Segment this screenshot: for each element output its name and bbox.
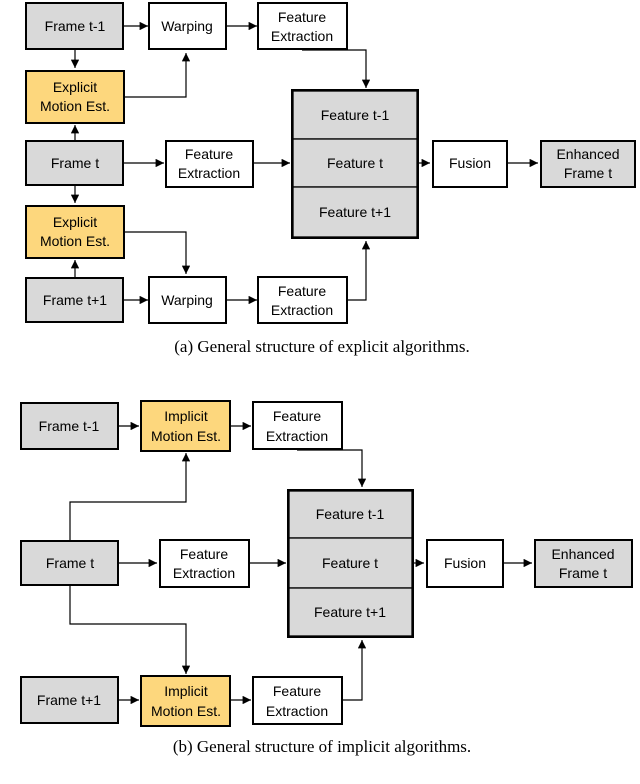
fusion-label: Fusion	[444, 555, 486, 571]
explicit-diagram: Frame t-1 Warping Feature Extraction Exp…	[25, 2, 636, 356]
frame-curr-box	[25, 140, 124, 186]
enhanced-frame-line1: Enhanced	[556, 146, 619, 162]
explicit-motion-est-bottom-box	[25, 205, 125, 259]
warping-top-box	[148, 2, 227, 50]
explicit-motion-est-bottom-line1: Explicit	[53, 214, 97, 230]
implicit-diagram: Frame t-1 Implicit Motion Est. Feature E…	[20, 400, 633, 756]
feature-stack-prev-cell	[288, 490, 413, 539]
feature-stack-prev-cell	[292, 90, 418, 140]
implicit-motion-est-bottom-line2: Motion Est.	[151, 703, 221, 719]
feature-extraction-top-line1: Feature	[273, 408, 321, 424]
arrow-frame-curr-to-motion-bottom	[69, 586, 191, 674]
enhanced-frame-line2: Frame t	[559, 565, 607, 581]
enhanced-frame-box	[540, 140, 636, 188]
feature-stack-curr-cell	[292, 138, 418, 188]
feature-extraction-mid-line1: Feature	[185, 146, 233, 162]
frame-curr-box	[20, 540, 119, 586]
implicit-motion-est-top-line2: Motion Est.	[151, 428, 221, 444]
feature-stack-next-label: Feature t+1	[314, 604, 386, 620]
warping-bottom-label: Warping	[161, 292, 213, 308]
feature-extraction-bottom-line2: Extraction	[266, 703, 328, 719]
feature-stack-prev-label: Feature t-1	[316, 506, 385, 522]
feature-stack-curr-cell	[288, 537, 413, 589]
frame-prev-box	[20, 402, 119, 450]
enhanced-frame-line1: Enhanced	[551, 546, 614, 562]
feature-extraction-top-line1: Feature	[278, 9, 326, 25]
warping-top-label: Warping	[161, 18, 213, 34]
frame-prev-label: Frame t-1	[45, 18, 106, 34]
frame-prev-label: Frame t-1	[39, 418, 100, 434]
implicit-motion-est-top-box	[140, 400, 231, 452]
arrow-feature-bottom-to-stack	[348, 241, 371, 301]
feature-extraction-bottom-box	[257, 276, 348, 324]
feature-extraction-top-line2: Extraction	[266, 428, 328, 444]
fusion-box	[432, 140, 508, 188]
feature-extraction-mid-line2: Extraction	[178, 165, 240, 181]
explicit-motion-est-bottom-line2: Motion Est.	[40, 233, 110, 249]
frame-curr-label: Frame t	[46, 555, 94, 571]
feature-stack-outline	[291, 89, 419, 239]
feature-stack-curr-label: Feature t	[322, 555, 378, 571]
arrow-feature-top-to-stack	[302, 49, 371, 88]
enhanced-frame-line2: Frame t	[564, 165, 612, 181]
feature-stack-curr-label: Feature t	[327, 155, 383, 171]
implicit-motion-est-top-line1: Implicit	[164, 408, 208, 424]
feature-extraction-bottom-box	[252, 676, 343, 725]
implicit-motion-est-bottom-line1: Implicit	[164, 683, 208, 699]
arrow-motion-top-to-warping	[125, 53, 191, 98]
feature-extraction-top-box	[257, 2, 348, 50]
feature-extraction-bottom-line1: Feature	[273, 683, 321, 699]
arrow-feature-top-to-stack	[297, 449, 367, 487]
feature-stack-prev-label: Feature t-1	[321, 107, 390, 123]
feature-extraction-mid-line1: Feature	[180, 546, 228, 562]
frame-curr-label: Frame t	[51, 155, 99, 171]
caption-a: (a) General structure of explicit algori…	[174, 337, 470, 356]
arrow-feature-bottom-to-stack	[343, 640, 367, 701]
explicit-motion-est-top-box	[25, 70, 125, 124]
frame-next-label: Frame t+1	[37, 692, 101, 708]
feature-stack-next-label: Feature t+1	[319, 204, 391, 220]
feature-extraction-bottom-line1: Feature	[278, 283, 326, 299]
feature-extraction-top-line2: Extraction	[271, 28, 333, 44]
frame-next-label: Frame t+1	[43, 292, 107, 308]
fusion-box	[426, 539, 504, 588]
explicit-motion-est-top-line2: Motion Est.	[40, 98, 110, 114]
caption-b: (b) General structure of implicit algori…	[173, 737, 471, 756]
frame-prev-box	[25, 2, 124, 50]
fusion-label: Fusion	[449, 155, 491, 171]
warping-bottom-box	[148, 276, 227, 324]
feature-extraction-mid-line2: Extraction	[173, 565, 235, 581]
implicit-motion-est-bottom-box	[140, 675, 231, 727]
arrow-frame-curr-to-motion-top	[69, 453, 191, 540]
feature-extraction-bottom-line2: Extraction	[271, 302, 333, 318]
feature-extraction-mid-box	[159, 539, 250, 588]
explicit-motion-est-top-line1: Explicit	[53, 79, 97, 95]
enhanced-frame-box	[534, 539, 633, 588]
feature-extraction-mid-box	[165, 140, 254, 188]
feature-extraction-top-box	[252, 401, 343, 450]
feature-stack-outline	[287, 489, 414, 638]
arrow-motion-bottom-to-warping	[125, 231, 191, 274]
frame-next-box	[25, 277, 124, 323]
frame-next-box	[20, 676, 119, 724]
